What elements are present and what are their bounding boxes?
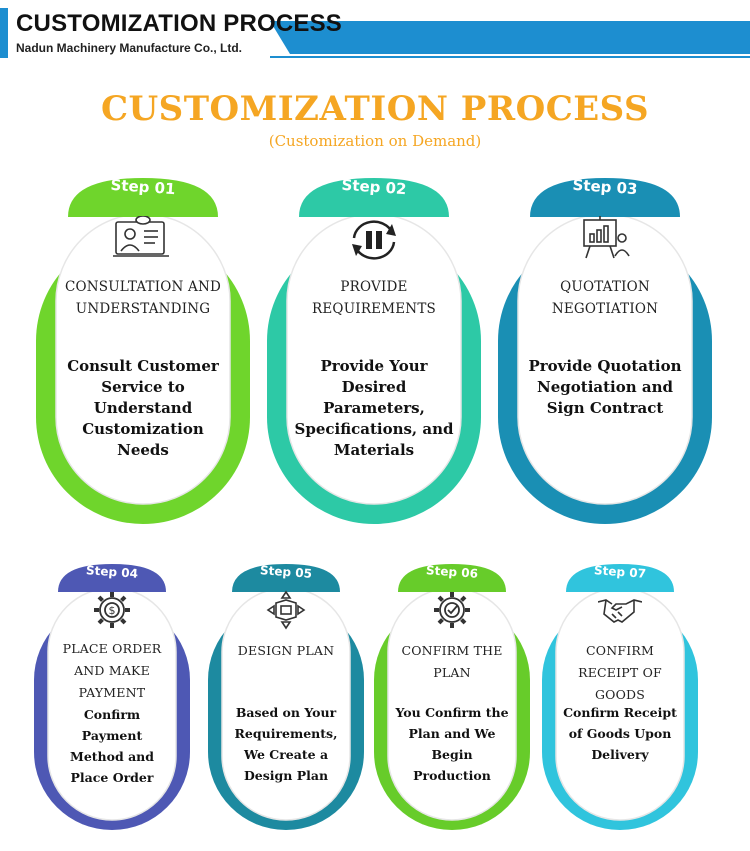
handshake-icon — [598, 599, 642, 623]
step-01-frame — [36, 178, 250, 524]
step-card-04: Step 04 $ PLACE ORDER AND MAKE PAYMENT C… — [32, 560, 192, 832]
header-banner — [0, 8, 750, 58]
header-title: CUSTOMIZATION PROCESS — [16, 10, 342, 37]
page-header: CUSTOMIZATION PROCESS Nadun Machinery Ma… — [0, 0, 750, 62]
step-04-description: Confirm Payment Method and Place Order — [69, 707, 154, 785]
consultation-icon — [113, 216, 169, 257]
step-02-description: Provide Your Desired Parameters, Specifi… — [294, 357, 454, 459]
step-01-title: CONSULTATION AND UNDERSTANDING — [64, 279, 222, 317]
page-title: CUSTOMIZATION PROCESS — [100, 89, 650, 129]
step-card-07: Step 07 CONFIRM RECEIPT OF GOODS Confirm… — [540, 560, 700, 832]
step-card-01: Step 01 CONSULTATION AND UNDERSTANDING C… — [34, 172, 252, 526]
step-05-description: Based on Your Requirements, We Create a … — [234, 705, 338, 783]
step-05-frame — [208, 564, 364, 830]
step-05-title: DESIGN PLAN — [237, 643, 335, 658]
step-03-frame — [498, 178, 712, 524]
step-06-description: You Confirm the Plan and We Begin Produc… — [395, 705, 509, 783]
step-card-05: Step 05 DESIGN PLAN Based on Your Requir… — [206, 560, 366, 832]
step-07-frame — [542, 564, 698, 830]
step-06-title: CONFIRM THE PLAN — [401, 643, 503, 680]
header-company-name: Nadun Machinery Manufacture Co., Ltd. — [16, 41, 243, 55]
page-subtitle: (Customization on Demand) — [268, 132, 482, 150]
step-06-frame — [374, 564, 530, 830]
requirements-icon — [352, 220, 396, 260]
design-plan-icon — [266, 590, 306, 630]
confirm-gear-icon — [434, 592, 470, 628]
svg-text:$: $ — [109, 604, 116, 617]
step-card-03: Step 03 QUOTATION NEGOTIATION Provide Qu… — [496, 172, 714, 526]
step-03-description: Provide Quotation Negotiation and Sign C… — [528, 357, 682, 417]
step-07-description: Confirm Receipt of Goods Upon Delivery — [563, 705, 677, 762]
payment-gear-icon: $ — [94, 592, 130, 628]
step-card-06: Step 06 CONFIRM THE PLAN You Confirm the… — [372, 560, 532, 832]
presentation-icon — [583, 216, 630, 259]
step-04-frame — [34, 564, 190, 830]
step-03-title: QUOTATION NEGOTIATION — [551, 279, 659, 317]
step-04-title: PLACE ORDER AND MAKE PAYMENT — [62, 641, 162, 700]
step-02-title: PROVIDE REQUIREMENTS — [312, 279, 436, 317]
step-02-frame — [267, 178, 481, 524]
step-card-02: Step 02 PROVIDE REQUIREMENTS Provide You… — [265, 172, 483, 526]
step-07-title: CONFIRM RECEIPT OF GOODS — [578, 643, 662, 702]
step-01-description: Consult Customer Service to Understand C… — [67, 357, 219, 459]
